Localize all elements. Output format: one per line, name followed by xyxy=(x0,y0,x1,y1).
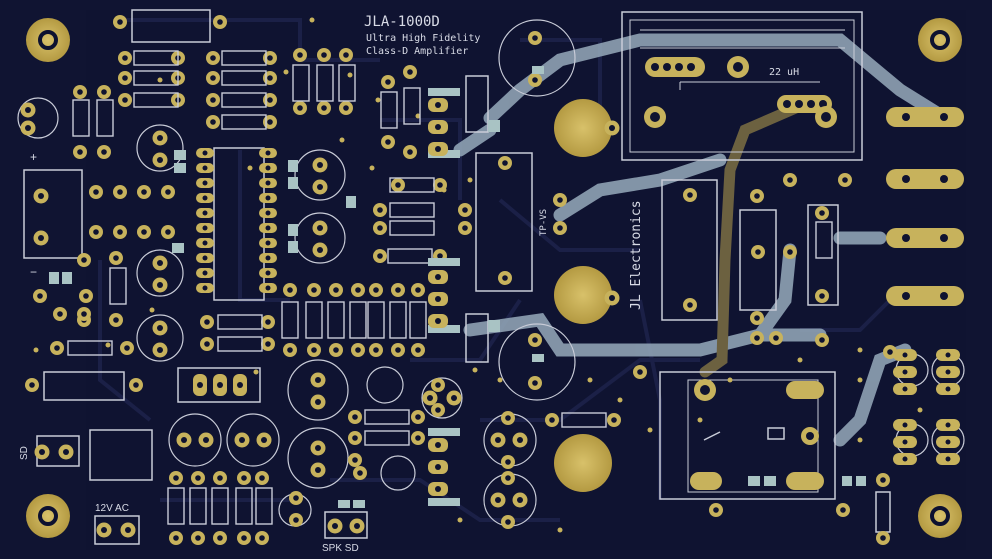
via xyxy=(347,72,353,78)
via xyxy=(857,347,863,353)
resistor xyxy=(189,487,207,525)
output-pads xyxy=(886,107,964,306)
test-point-label: TP-VS xyxy=(539,209,549,236)
power-input-label: 12V AC xyxy=(95,503,129,514)
via xyxy=(857,377,863,383)
resistor xyxy=(349,301,367,339)
resistor xyxy=(561,412,607,428)
resistor xyxy=(389,202,435,218)
via xyxy=(457,517,463,523)
mounting-hole xyxy=(918,494,962,538)
via xyxy=(857,437,863,443)
ic-dip-pads xyxy=(196,148,277,293)
via xyxy=(253,369,259,375)
resistor xyxy=(217,336,263,352)
mosfet-pads xyxy=(193,98,960,496)
resistor xyxy=(338,64,356,102)
via xyxy=(697,417,703,423)
via xyxy=(415,113,421,119)
resistor xyxy=(72,99,90,137)
plus-marker: + xyxy=(30,150,37,164)
amber-trace xyxy=(699,98,811,378)
resistor xyxy=(327,301,345,339)
via xyxy=(727,377,733,383)
via xyxy=(497,377,503,383)
via xyxy=(105,342,111,348)
resistor xyxy=(815,221,833,259)
resistor xyxy=(364,430,410,446)
board-title: JLA-1000D xyxy=(364,14,440,30)
relay-footprint xyxy=(659,371,836,500)
via xyxy=(472,367,478,373)
resistor xyxy=(380,91,398,129)
board-subtitle-1: Ultra High Fidelity xyxy=(366,33,480,44)
mounting-hole xyxy=(26,18,70,62)
via xyxy=(283,69,289,75)
via xyxy=(369,165,375,171)
via xyxy=(375,97,381,103)
via xyxy=(149,307,155,313)
via xyxy=(33,347,39,353)
via xyxy=(587,377,593,383)
silk-outlines xyxy=(23,9,891,545)
mounting-hole xyxy=(554,266,612,324)
board-subtitle-2: Class-D Amplifier xyxy=(366,46,468,57)
via xyxy=(617,397,623,403)
resistor xyxy=(235,487,253,525)
resistor xyxy=(133,50,179,66)
resistor xyxy=(364,409,410,425)
resistor xyxy=(387,248,433,264)
via xyxy=(339,137,345,143)
resistor xyxy=(389,220,435,236)
resistor xyxy=(389,301,407,339)
resistor xyxy=(221,92,267,108)
resistor xyxy=(305,301,323,339)
mounting-hole xyxy=(554,99,612,157)
mounting-hole xyxy=(918,18,962,62)
resistor xyxy=(255,487,273,525)
via xyxy=(647,427,653,433)
resistor xyxy=(316,64,334,102)
through-hole-pads xyxy=(20,15,923,545)
via xyxy=(309,17,315,23)
smd-pads xyxy=(49,66,866,508)
resistor xyxy=(133,70,179,86)
via xyxy=(157,77,163,83)
resistor xyxy=(96,99,114,137)
resistor xyxy=(67,340,113,356)
inductor-footprint xyxy=(621,11,863,161)
resistor-footprints xyxy=(67,50,833,525)
inductor-label: 22 uH xyxy=(769,67,799,78)
via xyxy=(467,177,473,183)
speaker-sd-label: SPK SD xyxy=(322,543,359,554)
resistor xyxy=(167,487,185,525)
resistor xyxy=(221,114,267,130)
resistor xyxy=(217,314,263,330)
resistor xyxy=(389,177,435,193)
resistor xyxy=(211,487,229,525)
resistor xyxy=(367,301,385,339)
via xyxy=(247,165,253,171)
resistor xyxy=(281,301,299,339)
via xyxy=(917,407,923,413)
vendor-label: JL Electronics xyxy=(629,200,644,310)
mounting-holes xyxy=(26,18,962,538)
minus-marker: − xyxy=(30,265,37,279)
mounting-hole xyxy=(554,434,612,492)
resistor xyxy=(403,87,421,125)
resistor xyxy=(292,64,310,102)
via xyxy=(557,527,563,533)
resistor xyxy=(109,267,127,305)
via xyxy=(441,187,447,193)
mounting-hole xyxy=(26,494,70,538)
via xyxy=(797,357,803,363)
resistor xyxy=(133,92,179,108)
resistor xyxy=(221,50,267,66)
resistor xyxy=(221,70,267,86)
sd-label: SD xyxy=(19,446,30,460)
resistor xyxy=(409,301,427,339)
